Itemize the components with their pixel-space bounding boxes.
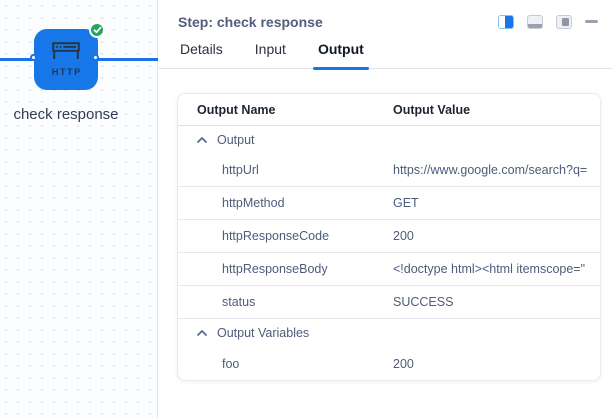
table-row: httpResponseCode 200	[178, 220, 600, 253]
output-value: SUCCESS	[393, 295, 454, 309]
connection-line-left	[0, 58, 36, 61]
output-name: httpMethod	[222, 196, 285, 210]
group-row: Output Variables	[178, 319, 600, 347]
tab-details[interactable]: Details	[180, 41, 223, 57]
group-row: Output	[178, 126, 600, 154]
table-row: status SUCCESS	[178, 286, 600, 319]
tab-bar: Details Input Output	[158, 32, 612, 70]
output-name: status	[222, 295, 256, 309]
output-value: <!doctype html><html itemscope="	[393, 262, 586, 276]
split-view-icon[interactable]	[498, 14, 514, 29]
connection-line-right	[98, 58, 158, 61]
table-row: httpResponseBody <!doctype html><html ite…	[178, 253, 600, 286]
output-name: httpResponseCode	[222, 229, 330, 243]
chevron-up-icon[interactable]	[196, 329, 208, 337]
minimize-icon[interactable]	[585, 20, 598, 23]
right-panel-icon[interactable]	[556, 14, 572, 29]
node-output-port[interactable]	[92, 54, 99, 61]
tab-input[interactable]: Input	[254, 41, 286, 57]
group-label: Output	[217, 133, 255, 147]
group-label: Output Variables	[217, 326, 310, 340]
step-detail-panel: Step: check response Details Input Outpu…	[158, 0, 612, 418]
http-step-node[interactable]: HTTP	[34, 22, 105, 90]
node-type-label: HTTP	[51, 67, 82, 77]
output-name: httpResponseBody	[222, 262, 328, 276]
output-value: GET	[393, 196, 419, 210]
output-name: httpUrl	[222, 163, 259, 177]
column-header-output-name: Output Name	[197, 102, 276, 117]
table-row: httpUrl https://www.google.com/search?q=	[178, 154, 600, 187]
table-header-row: Output Name Output Value	[178, 94, 600, 126]
window-controls	[498, 14, 598, 29]
bottom-panel-icon[interactable]	[527, 14, 543, 29]
node-input-port[interactable]	[30, 54, 37, 61]
panel-header: Step: check response	[158, 0, 612, 32]
column-header-output-value: Output Value	[393, 102, 471, 117]
node-name-label: check response	[13, 106, 119, 123]
table-rows: Output httpUrl https://www.google.com/sear…	[178, 126, 600, 380]
table-row: httpMethod GET	[178, 187, 600, 220]
workflow-canvas[interactable]: HTTP check response	[0, 0, 158, 418]
output-name: foo	[222, 356, 240, 371]
panel-title: Step: check response	[178, 13, 323, 30]
output-value: 200	[393, 229, 414, 243]
chevron-up-icon[interactable]	[196, 136, 208, 144]
http-browser-icon	[51, 42, 81, 65]
success-check-icon	[89, 22, 105, 38]
output-value: https://www.google.com/search?q=	[393, 163, 588, 177]
table-row: foo 200	[178, 347, 600, 380]
output-value: 200	[393, 356, 414, 371]
tab-output[interactable]: Output	[312, 41, 369, 70]
